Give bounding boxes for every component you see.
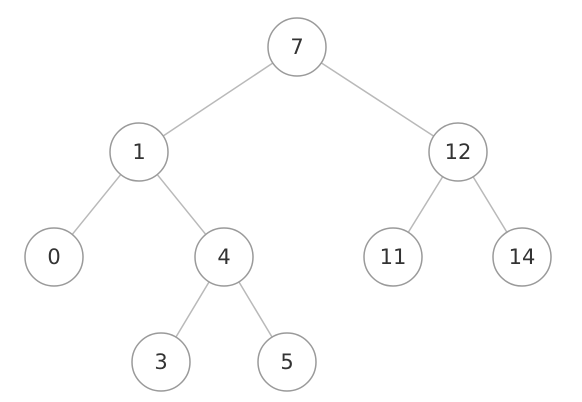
- node-label: 5: [280, 350, 293, 374]
- node-circle: [257, 332, 317, 392]
- node-circle: [131, 332, 191, 392]
- node-circle: [109, 122, 169, 182]
- node-label: 7: [290, 35, 303, 59]
- node-circle: [267, 17, 327, 77]
- node-circle: [194, 227, 254, 287]
- edge-1-4: [156, 174, 207, 235]
- edge-12-14: [472, 176, 508, 233]
- node-label: 11: [380, 245, 407, 269]
- tree-node-14: 14: [492, 227, 552, 287]
- tree-node-1: 1: [109, 122, 169, 182]
- tree-node-5: 5: [257, 332, 317, 392]
- edge-4-5: [238, 281, 273, 338]
- edge-7-12: [320, 62, 435, 137]
- node-circle: [363, 227, 423, 287]
- node-circle: [24, 227, 84, 287]
- node-circle: [428, 122, 488, 182]
- node-label: 1: [132, 140, 145, 164]
- node-label: 0: [47, 245, 60, 269]
- tree-node-12: 12: [428, 122, 488, 182]
- tree-edges: [71, 62, 508, 338]
- tree-node-7: 7: [267, 17, 327, 77]
- tree-node-4: 4: [194, 227, 254, 287]
- node-label: 12: [445, 140, 472, 164]
- node-label: 3: [154, 350, 167, 374]
- node-label: 4: [217, 245, 230, 269]
- tree-node-11: 11: [363, 227, 423, 287]
- edge-7-1: [162, 62, 274, 137]
- tree-node-0: 0: [24, 227, 84, 287]
- edge-4-3: [175, 281, 210, 338]
- node-label: 14: [509, 245, 536, 269]
- tree-nodes: 7 1 12 0 4 11 14 3 5: [24, 17, 552, 392]
- tree-node-3: 3: [131, 332, 191, 392]
- node-circle: [492, 227, 552, 287]
- edge-1-0: [71, 174, 122, 235]
- edge-12-11: [407, 176, 444, 233]
